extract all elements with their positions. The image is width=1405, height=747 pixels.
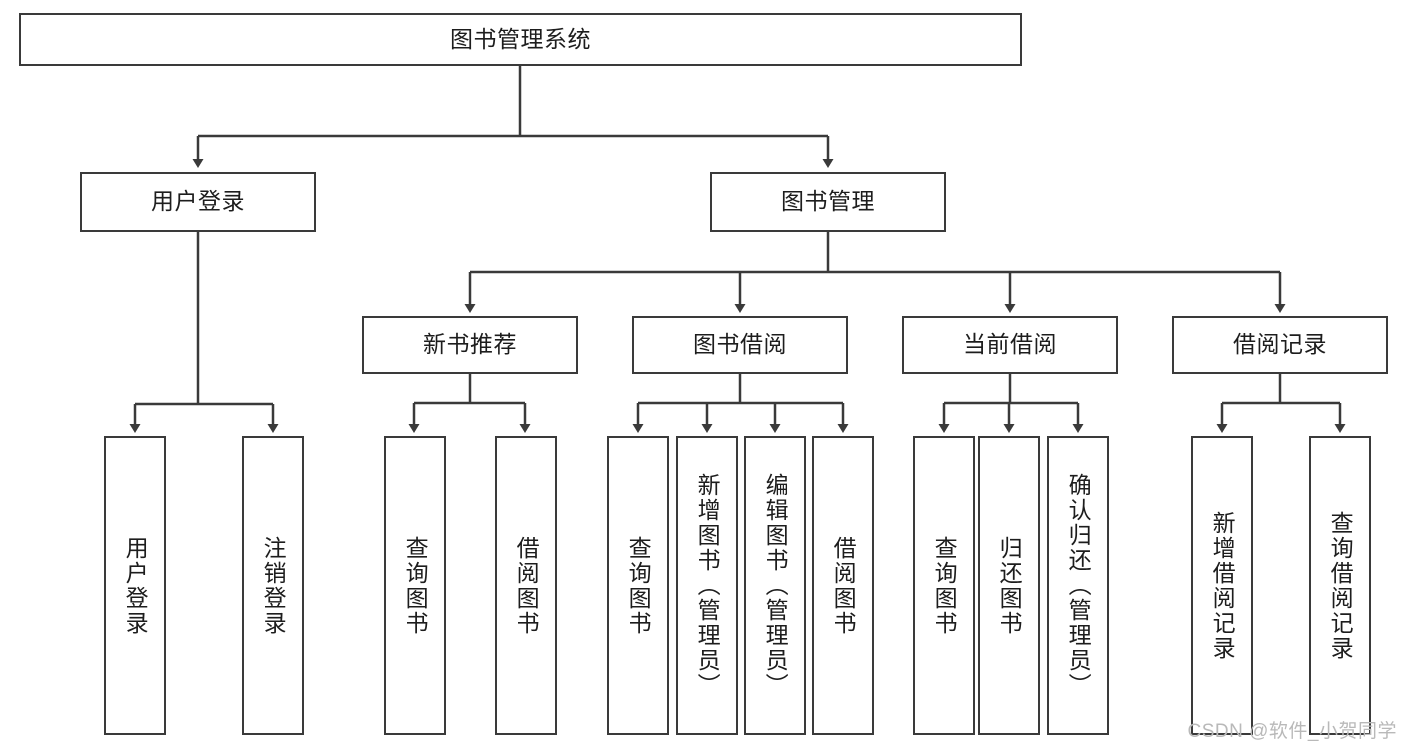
node-label: 借阅图书 xyxy=(830,535,857,636)
node-label: 用户登录 xyxy=(122,535,149,636)
node-label: 归还图书 xyxy=(996,535,1023,636)
leaf-query-book-newbook[interactable]: 查询图书 xyxy=(384,436,446,735)
node-new-book-recommend[interactable]: 新书推荐 xyxy=(362,316,578,374)
node-label: 借阅记录 xyxy=(1233,331,1327,358)
leaf-return-book[interactable]: 归还图书 xyxy=(978,436,1040,735)
node-label: 注销登录 xyxy=(260,535,287,636)
leaf-borrow-book-newbook[interactable]: 借阅图书 xyxy=(495,436,557,735)
watermark-text: CSDN @软件_小贺同学 xyxy=(1187,721,1397,742)
leaf-query-borrow-record[interactable]: 查询借阅记录 xyxy=(1309,436,1371,735)
node-label: 查询图书 xyxy=(402,535,429,636)
node-label: 编辑图书（管理员） xyxy=(762,473,789,698)
leaf-confirm-return-admin[interactable]: 确认归还（管理员） xyxy=(1047,436,1109,735)
node-label: 用户登录 xyxy=(151,188,245,215)
node-root[interactable]: 图书管理系统 xyxy=(19,13,1022,66)
leaf-add-borrow-record[interactable]: 新增借阅记录 xyxy=(1191,436,1253,735)
node-label: 图书管理 xyxy=(781,188,875,215)
node-label: 图书管理系统 xyxy=(450,25,591,52)
leaf-query-book-borrow[interactable]: 查询图书 xyxy=(607,436,669,735)
leaf-edit-book-admin[interactable]: 编辑图书（管理员） xyxy=(744,436,806,735)
node-user-login[interactable]: 用户登录 xyxy=(80,172,316,232)
node-label: 确认归还（管理员） xyxy=(1065,473,1092,698)
leaf-logout[interactable]: 注销登录 xyxy=(242,436,304,735)
node-label: 图书借阅 xyxy=(693,331,787,358)
node-borrow-records[interactable]: 借阅记录 xyxy=(1172,316,1388,374)
node-current-borrow[interactable]: 当前借阅 xyxy=(902,316,1118,374)
leaf-borrow-book[interactable]: 借阅图书 xyxy=(812,436,874,735)
leaf-add-book-admin[interactable]: 新增图书（管理员） xyxy=(676,436,738,735)
node-label: 新增图书（管理员） xyxy=(694,473,721,698)
node-label: 查询借阅记录 xyxy=(1327,510,1354,661)
node-label: 借阅图书 xyxy=(513,535,540,636)
node-book-management[interactable]: 图书管理 xyxy=(710,172,946,232)
node-book-borrow[interactable]: 图书借阅 xyxy=(632,316,848,374)
node-label: 当前借阅 xyxy=(963,331,1057,358)
leaf-query-book-current[interactable]: 查询图书 xyxy=(913,436,975,735)
node-label: 查询图书 xyxy=(931,535,958,636)
node-label: 查询图书 xyxy=(625,535,652,636)
node-label: 新书推荐 xyxy=(423,331,517,358)
node-label: 新增借阅记录 xyxy=(1209,510,1236,661)
leaf-user-login[interactable]: 用户登录 xyxy=(104,436,166,735)
